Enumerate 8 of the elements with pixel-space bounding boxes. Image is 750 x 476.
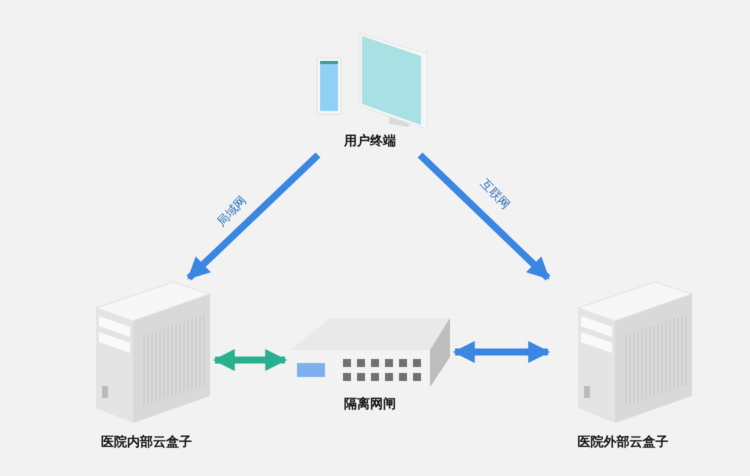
node-label: 用户终端 (344, 132, 396, 150)
arrow (452, 341, 550, 364)
node-label: 医院内部云盒子 (101, 434, 192, 451)
arrow (418, 152, 550, 281)
node-label: 隔离网闸 (344, 396, 396, 413)
arrow (186, 152, 320, 281)
arrow (212, 349, 288, 372)
node-label: 医院外部云盒子 (578, 434, 668, 451)
